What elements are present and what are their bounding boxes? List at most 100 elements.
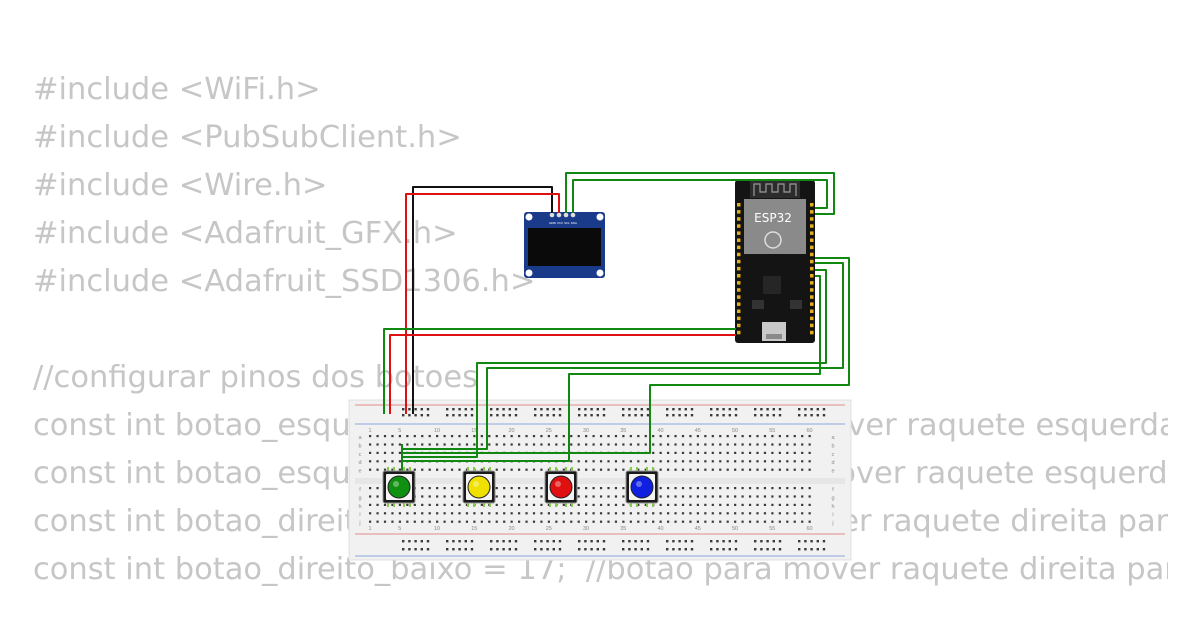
oled-display: GND VCC SCL SDA xyxy=(524,212,605,278)
esp32-pin xyxy=(737,266,741,271)
esp32-pin xyxy=(810,210,814,214)
bb-row-letter: f xyxy=(359,487,361,493)
bb-column-number: 20 xyxy=(508,526,514,532)
bb-column-number: 55 xyxy=(769,428,775,434)
esp32-pin xyxy=(810,217,814,221)
bb-column-number: 15 xyxy=(471,428,477,434)
code-line: #include <Adafruit_SSD1306.h> xyxy=(33,264,536,299)
bb-row-letter: b xyxy=(831,443,834,449)
esp32-pin xyxy=(810,288,814,292)
esp32-pin xyxy=(737,224,741,228)
code-line: #include <Adafruit_GFX.h> xyxy=(33,216,458,251)
espressif-logo-icon xyxy=(764,231,782,249)
esp32-pin xyxy=(737,309,741,313)
button-blue xyxy=(625,467,659,507)
bb-row-letter: h xyxy=(358,504,361,510)
button-green xyxy=(382,467,416,507)
bb-row-letter: g xyxy=(358,495,361,501)
esp32-pin xyxy=(810,274,814,278)
esp32-pin xyxy=(810,316,814,321)
code-line: //configurar pinos dos botoes xyxy=(33,360,478,395)
esp32-pin xyxy=(737,316,741,321)
bb-row-letter: a xyxy=(358,435,362,441)
wires xyxy=(383,172,850,501)
esp32-pin xyxy=(810,238,814,242)
bb-row-letter: i xyxy=(359,512,360,518)
esp32-pin xyxy=(737,203,741,207)
bb-row-letter: i xyxy=(832,512,833,518)
wire-gnd-oled xyxy=(412,186,553,414)
code-line: #include <Wire.h> xyxy=(33,168,328,203)
esp32-pin xyxy=(810,259,814,264)
wire-vcc-esp xyxy=(389,334,736,414)
esp32-pin xyxy=(737,281,741,285)
wire-button-red xyxy=(402,269,827,458)
bb-row-letter: b xyxy=(358,443,361,449)
bb-row-letter: j xyxy=(358,521,360,527)
bb-column-number: 5 xyxy=(398,428,401,434)
esp32-pin xyxy=(737,210,741,214)
esp32-pin xyxy=(810,302,814,306)
button-yellow xyxy=(462,467,496,507)
wire-scl-oled xyxy=(565,172,835,215)
bb-column-number: 35 xyxy=(620,526,626,532)
esp32-pin xyxy=(810,231,814,235)
bb-row-letter: c xyxy=(832,452,835,458)
esp32-pin xyxy=(810,203,814,207)
wire-button-green xyxy=(402,262,844,450)
esp32-pin xyxy=(810,309,814,313)
bb-column-number: 45 xyxy=(695,526,701,532)
bb-column-number: 60 xyxy=(806,526,812,532)
bb-column-number: 60 xyxy=(806,428,812,434)
bb-row-letter: f xyxy=(832,487,834,493)
esp32-pin xyxy=(737,245,741,250)
bb-column-number: 35 xyxy=(620,428,626,434)
bb-row-letter: d xyxy=(358,460,361,466)
bb-column-number: 55 xyxy=(769,526,775,532)
bb-row-letter: j xyxy=(831,521,833,527)
esp32-pin xyxy=(737,302,741,306)
esp32-pin xyxy=(737,288,741,292)
bb-column-number: 30 xyxy=(583,428,589,434)
button-red xyxy=(544,467,578,507)
esp32-pin xyxy=(737,259,741,264)
esp32-pin xyxy=(810,245,814,250)
bb-row-letter: e xyxy=(831,469,834,475)
esp32-pin xyxy=(737,252,741,257)
esp32-pin xyxy=(737,274,741,278)
esp32-pin xyxy=(810,224,814,228)
bb-column-number: 1 xyxy=(368,526,371,532)
bb-row-letter: h xyxy=(831,504,834,510)
esp32-board: ESP32 xyxy=(735,180,815,343)
oled-pin-labels: GND VCC SCL SDA xyxy=(549,221,578,225)
bb-column-number: 25 xyxy=(546,428,552,434)
bb-column-number: 10 xyxy=(434,526,440,532)
bb-column-number: 1 xyxy=(368,428,371,434)
esp32-pin xyxy=(737,217,741,221)
code-line: const int botao_direito_baixo = 17; //bo… xyxy=(33,552,1168,587)
esp32-pin xyxy=(737,295,741,299)
code-line: #include <WiFi.h> xyxy=(33,72,321,107)
breadboard: 1155101015152020252530303535404045455050… xyxy=(348,399,852,561)
code-line: #include <PubSubClient.h> xyxy=(33,120,462,155)
wire-vcc-oled xyxy=(405,193,560,414)
esp32-label: ESP32 xyxy=(754,211,792,225)
wire-gnd-esp xyxy=(383,328,736,414)
bb-column-number: 40 xyxy=(657,526,663,532)
bb-row-letter: g xyxy=(831,495,834,501)
esp32-pin xyxy=(737,330,741,335)
bb-column-number: 50 xyxy=(732,428,738,434)
wire-button-yellow xyxy=(402,257,850,454)
esp32-pin xyxy=(810,323,814,328)
bb-row-letter: a xyxy=(831,435,835,441)
bb-column-number: 30 xyxy=(583,526,589,532)
bb-column-number: 25 xyxy=(546,526,552,532)
bb-column-number: 10 xyxy=(434,428,440,434)
bb-column-number: 15 xyxy=(471,526,477,532)
bb-column-number: 45 xyxy=(695,428,701,434)
esp32-pin xyxy=(737,238,741,242)
bb-row-letter: c xyxy=(359,452,362,458)
bb-column-number: 20 xyxy=(508,428,514,434)
bb-column-number: 5 xyxy=(398,526,401,532)
